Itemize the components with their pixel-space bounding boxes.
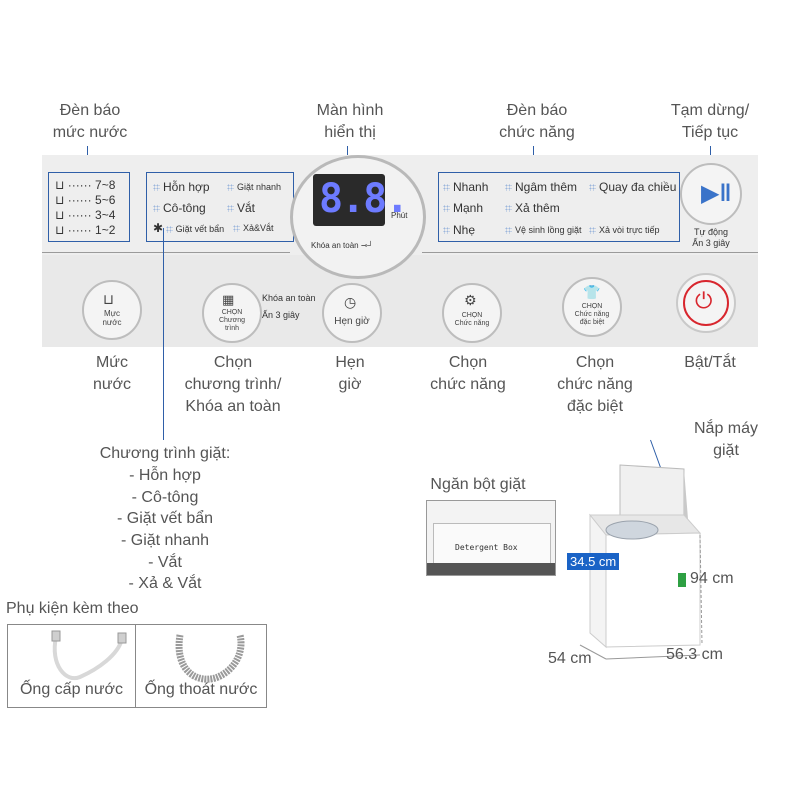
digital-display: 8.8. [313,174,409,226]
power-icon: ⏻ [695,288,713,313]
accessories-title: Phụ kiện kèm theo [6,600,139,617]
drum-size-badge: 34.5 cm [567,553,620,570]
function-label: Xả vòi trực tiếp [589,225,660,236]
callout-power: Bật/Tắt [684,354,736,371]
program-indicator-box: Hỗn hợp Giặt nhanh Cô-tông Vắt ✱ Giặt vế… [146,172,294,242]
function-indicator-box: Nhanh Ngâm thêm Quay đa chiều Mạnh Xả th… [438,172,680,242]
width-label: 54 cm [548,650,592,667]
washing-machine-illustration [579,464,703,660]
panel-divider [422,252,758,253]
timer-button[interactable]: ◷ Hẹn giờ [322,283,382,343]
display-digits: 8.8. [319,176,409,222]
water-level-row: ⊔ ······ 5~6 [55,193,116,207]
program-label: Giặt nhanh [227,182,281,193]
timer-button-label: Hẹn giờ [334,316,370,327]
program-item: - Xả & Vắt [128,575,202,592]
program-item: - Hỗn hợp [129,467,201,484]
program-label: Vắt [227,201,255,215]
shirt-icon: 👕 [583,284,601,300]
depth-label: 56.3 cm [666,646,723,663]
water-level-indicator-box: ⊔ ······ 7~8 ⊔ ······ 5~6 ⊔ ······ 3~4 ⊔… [48,172,130,242]
callout-pause: Tạm dừng/Tiếp tục [670,102,750,141]
water-level-row: ⊔ ······ 7~8 [55,178,116,192]
inlet-hose-icon [52,636,124,681]
function-label: Ngâm thêm [505,180,577,194]
display-unit: Phút [391,211,408,220]
callout-drawer: Ngăn bột giặt [430,476,526,493]
water-level-row: ⊔ ······ 1~2 [55,223,116,237]
start-pause-button[interactable]: ▶‖ [680,163,742,225]
inlet-hose-label: Ống cấp nước [19,681,124,698]
leader-line [163,228,164,440]
water-level-icon: ⊔ [103,291,114,307]
program-item: - Cô-tông [131,489,199,506]
function-label: Quay đa chiều [589,180,676,194]
control-panel: ⊔ ······ 7~8 ⊔ ······ 5~6 ⊔ ······ 3~4 ⊔… [42,155,758,347]
display-ring: 8.8. Phút Khóa an toàn ⊸┘ [290,155,426,279]
function-label: Vệ sinh lồng giặt [505,225,582,236]
gear-icon: ⚙ [464,292,477,308]
drawer-label: Detergent Box [455,543,518,552]
play-pause-icon: ▶‖ [701,180,732,207]
drawer-tray [433,523,551,565]
function-label: Nhẹ [443,223,475,237]
outlet-hose-icon [175,634,245,683]
function-label: Xả thêm [505,201,560,215]
program-label: Cô-tông [153,201,206,215]
program-item: - Giặt vết bẩn [116,510,214,527]
program-grid-icon: ▦ [222,292,235,307]
accessories-box: Ống cấp nước Ống thoát nước [7,624,267,708]
clock-icon: ◷ [344,294,357,310]
program-item: - Giặt nhanh [120,532,210,549]
accessories-divider [135,625,136,707]
program-label: Xả&Vắt [233,223,274,234]
power-ring [683,280,729,326]
outlet-hose-label: Ống thoát nước [144,681,258,698]
child-lock-label: Khóa an toàn ⊸┘ [311,241,374,250]
hose-illustrations [51,630,245,683]
program-label: ✱ Giặt vết bẩn [153,221,225,235]
programs-title: Chương trình giặt: [99,445,231,462]
panel-divider [42,252,290,253]
program-item: - Vắt [148,554,182,571]
height-label: 94 cm [690,570,734,587]
detergent-drawer-illustration: Detergent Box [426,500,556,576]
function-label: Mạnh [443,201,483,215]
drawer-base [427,563,555,575]
water-level-row: ⊔ ······ 3~4 [55,208,116,222]
function-label: Nhanh [443,180,488,194]
power-button[interactable]: ⏻ [676,273,736,333]
program-label: Hỗn hợp [153,180,210,194]
